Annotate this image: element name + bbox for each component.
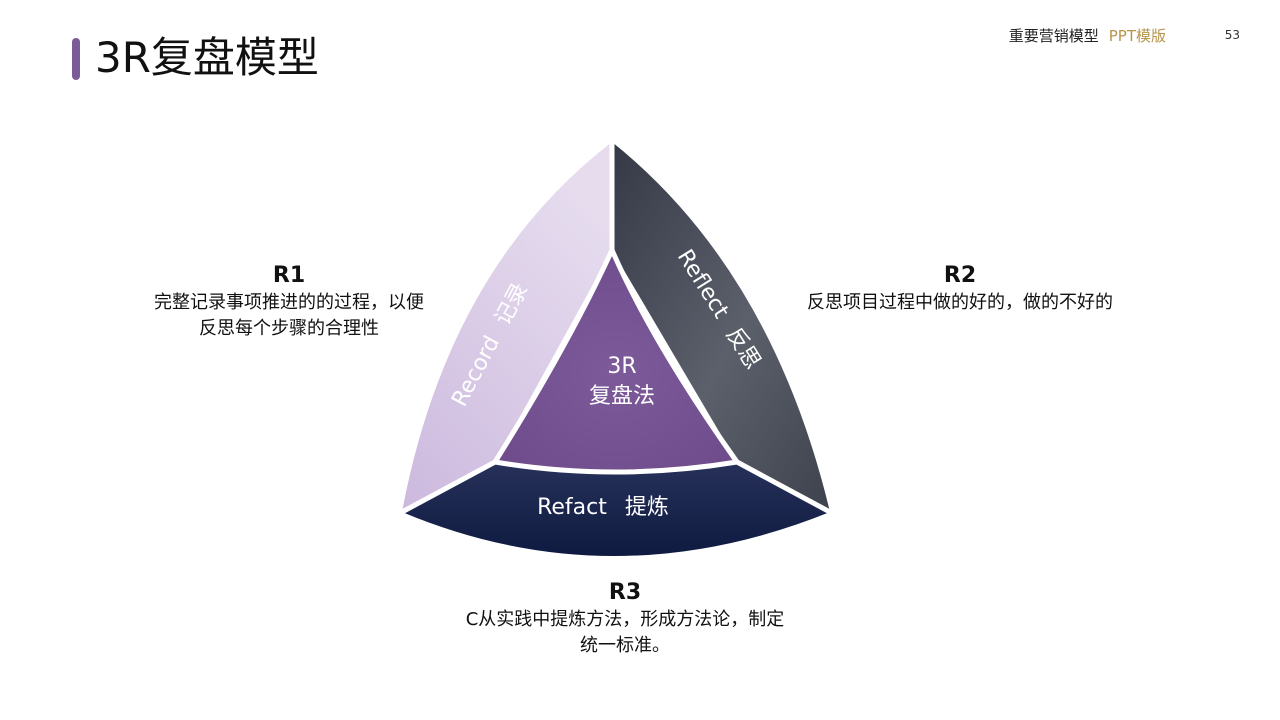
center-triangle [492, 247, 740, 475]
description-r3: R3 C从实践中提炼方法，形成方法论，制定 统一标准。 [417, 579, 833, 659]
segment-reflect [612, 142, 830, 512]
description-r1: R1 完整记录事项推进的的过程，以便 反思每个步骤的合理性 [124, 262, 454, 342]
page-title: 3R复盘模型 [95, 33, 319, 82]
segment-divider [735, 459, 832, 515]
center-label-line2: 复盘法 [589, 384, 655, 409]
description-r1-line: 完整记录事项推进的的过程，以便 [154, 292, 424, 313]
segment-divider [400, 459, 497, 515]
segment-refact-name: Refact [537, 495, 607, 520]
segment-record [402, 142, 612, 512]
header-tag-main: 重要营销模型 [1008, 27, 1099, 45]
header-tag: 重要营销模型 PPT模版 [1009, 25, 1166, 47]
header-tag-accent: PPT模版 [1108, 27, 1166, 45]
description-r2: R2 反思项目过程中做的好的，做的不好的 [773, 262, 1147, 316]
page-number: 53 [1224, 28, 1240, 42]
description-r2-line: 反思项目过程中做的好的，做的不好的 [807, 292, 1113, 313]
description-r3-line: C从实践中提炼方法，形成方法论，制定 [465, 609, 785, 630]
segment-refact-cn: 提炼 [625, 495, 669, 520]
description-r3-label: R3 [608, 580, 642, 605]
center-label-line1: 3R [607, 354, 636, 379]
description-r3-line: 统一标准。 [580, 635, 670, 656]
segment-refact [402, 462, 830, 556]
description-r2-label: R2 [943, 263, 977, 288]
title-accent-bar [72, 38, 80, 80]
description-r1-label: R1 [272, 263, 306, 288]
description-r1-line: 反思每个步骤的合理性 [199, 318, 379, 339]
segment-refact-label: Refact 提炼 [537, 495, 669, 520]
